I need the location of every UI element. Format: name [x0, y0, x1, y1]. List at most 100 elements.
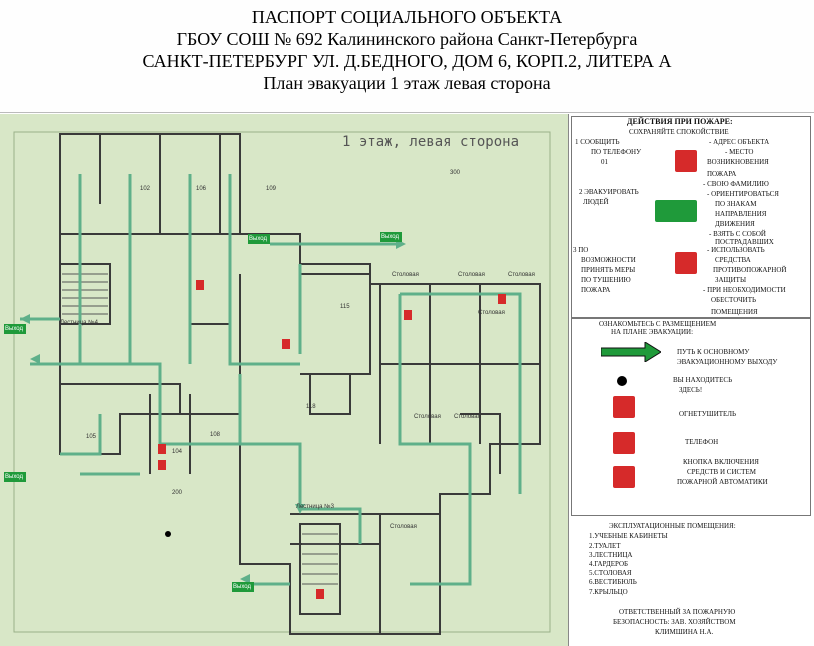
you-are-here-icon	[617, 376, 627, 386]
responsible-line: ОТВЕТСТВЕННЫЙ ЗА ПОЖАРНУЮ	[619, 608, 736, 616]
step-3-label: ПРИНЯТЬ МЕРЫ	[581, 266, 636, 274]
rooms-list-item: 5.СТОЛОВАЯ	[589, 569, 632, 577]
legend-here-label: ВЫ НАХОДИТЕСЬ	[673, 376, 733, 384]
room-label: Столовая	[454, 414, 481, 420]
step-1-item: - МЕСТО	[725, 148, 754, 156]
exit-signs[interactable]	[4, 232, 402, 592]
legend-here-label: ЗДЕСЬ!	[679, 386, 703, 394]
room-label: Столовая	[414, 414, 441, 420]
phone-icon	[613, 432, 635, 454]
step-1-label: 01	[601, 158, 608, 166]
room-number: 104	[172, 449, 183, 455]
rooms-list-item: 1.УЧЕБНЫЕ КАБИНЕТЫ	[589, 532, 668, 540]
step-1-label: ПО ТЕЛЕФОНУ	[591, 148, 642, 156]
step-3-label: ПО ТУШЕНИЮ	[581, 276, 631, 284]
room-label: Столовая	[508, 272, 535, 278]
room-label: Столовая	[458, 272, 485, 278]
room-number: 108	[210, 432, 221, 438]
step-3-item: - ПРИ НЕОБХОДИМОСТИ	[703, 286, 786, 294]
room-number: 115	[340, 304, 350, 310]
step-3-item: ПОМЕЩЕНИЯ	[711, 308, 758, 316]
rooms-list-item: 3.ЛЕСТНИЦА	[589, 551, 633, 559]
document-header: ПАСПОРТ СОЦИАЛЬНОГО ОБЪЕКТА ГБОУ СОШ № 6…	[0, 0, 814, 113]
room-label: Столовая	[392, 272, 419, 278]
rooms-list-item: 6.ВЕСТИБЮЛЬ	[589, 578, 637, 586]
step-2-label: 2 ЭВАКУИРОВАТЬ	[579, 188, 639, 196]
step-1-item: - АДРЕС ОБЪЕКТА	[709, 138, 770, 146]
exit-label: Выход	[381, 234, 399, 240]
room-label: Столовая	[390, 524, 417, 530]
step-1-item: ВОЗНИКНОВЕНИЯ	[707, 158, 769, 166]
rooms-list-item: 4.ГАРДЕРОБ	[589, 560, 629, 568]
step-2-item: ПО ЗНАКАМ	[715, 200, 757, 208]
legend-extinguisher-label: ОГНЕТУШИТЕЛЬ	[679, 410, 737, 418]
legend-button-label: СРЕДСТВ И СИСТЕМ	[687, 468, 756, 476]
exit-label: Выход	[249, 236, 267, 242]
room-number: 109	[266, 186, 277, 192]
rooms-list-item: 2.ТУАЛЕТ	[589, 542, 621, 550]
fire-equipment-markers[interactable]	[158, 280, 506, 599]
evacuation-plan: 102 106 109 115 118 105 108 104 200 300 …	[0, 114, 568, 646]
room-number: 102	[140, 186, 151, 192]
legend-title: ОЗНАКОМЬТЕСЬ С РАЗМЕЩЕНИЕМ	[599, 320, 717, 328]
step-3-item: ОБЕСТОЧИТЬ	[711, 296, 756, 304]
step-1-item: ПОЖАРА	[707, 170, 737, 178]
legend-button-label: ПОЖАРНОЙ АВТОМАТИКИ	[677, 478, 768, 486]
rooms-list-item: 7.КРЫЛЬЦО	[589, 588, 628, 596]
route-arrows	[20, 239, 406, 584]
room-number: 200	[172, 490, 183, 496]
step-3-item: ПРОТИВОПОЖАРНОЙ	[713, 266, 787, 274]
step-3-item: - ИСПОЛЬЗОВАТЬ	[707, 246, 765, 254]
step-2-label: ЛЮДЕЙ	[583, 198, 609, 206]
exit-sign-icon	[655, 200, 697, 222]
step-1-item: - СВОЮ ФАМИЛИЮ	[703, 180, 769, 188]
room-number: 300	[450, 170, 461, 176]
floor-plan-drawing	[4, 131, 551, 635]
room-number: 106	[196, 186, 207, 192]
step-3-label: ПОЖАРА	[581, 286, 611, 294]
step-2-item: ДВИЖЕНИЯ	[715, 220, 755, 228]
exit-label: Выход	[5, 474, 23, 480]
fire-extinguisher-icon	[675, 252, 697, 274]
step-2-item: - ОРИЕНТИРОВАТЬСЯ	[707, 190, 779, 198]
stair-label: Лестница №3	[296, 504, 334, 510]
legend-box	[571, 318, 811, 516]
room-number: 118	[306, 404, 316, 410]
route-arrow-icon	[601, 342, 661, 362]
room-number: 105	[86, 434, 97, 440]
legend-button-label: КНОПКА ВКЛЮЧЕНИЯ	[683, 458, 759, 466]
phone-icon	[675, 150, 697, 172]
legend-path-label: ЭВАКУАЦИОННОМУ ВЫХОДУ	[677, 358, 778, 366]
step-2-item: - ВЗЯТЬ С СОБОЙ	[709, 230, 766, 238]
step-1-label: 1 СООБЩИТЬ	[575, 138, 620, 146]
step-2-item: НАПРАВЛЕНИЯ	[715, 210, 767, 218]
evacuation-routes	[20, 174, 522, 586]
exit-label: Выход	[233, 584, 251, 590]
actions-calm: СОХРАНЯЙТЕ СПОКОЙСТВИЕ	[629, 128, 729, 136]
you-are-here-dot	[165, 531, 171, 537]
legend-phone-label: ТЕЛЕФОН	[685, 438, 719, 446]
alarm-button-icon	[613, 466, 635, 488]
plan-title: 1 этаж, левая сторона	[342, 134, 520, 150]
actions-box	[571, 116, 811, 318]
legend-panel: ДЕЙСТВИЯ ПРИ ПОЖАРЕ: СОХРАНЯЙТЕ СПОКОЙСТ…	[568, 114, 814, 646]
step-3-label: ВОЗМОЖНОСТИ	[581, 256, 636, 264]
step-3-item: ЗАЩИТЫ	[715, 276, 747, 284]
exit-label: Выход	[5, 326, 23, 332]
responsible-line: БЕЗОПАСНОСТЬ: ЗАВ. ХОЗЯЙСТВОМ	[613, 618, 736, 626]
step-3-label: 3 ПО	[573, 246, 589, 254]
legend-title: НА ПЛАНЕ ЭВАКУАЦИИ:	[611, 328, 694, 336]
legend-path-label: ПУТЬ К ОСНОВНОМУ	[677, 348, 750, 356]
stair-label: Лестница №4	[60, 320, 98, 326]
header-line-3: САНКТ-ПЕТЕРБУРГ УЛ. Д.БЕДНОГО, ДОМ 6, КО…	[142, 51, 672, 71]
fire-extinguisher-icon	[613, 396, 635, 418]
header-line-4: План эвакуации 1 этаж левая сторона	[263, 73, 551, 93]
stairs	[62, 273, 338, 585]
step-2-item: ПОСТРАДАВШИХ	[715, 238, 774, 246]
room-label: Столовая	[478, 310, 505, 316]
responsible-line: КЛИМШИНА Н.А.	[655, 628, 714, 636]
header-line-1: ПАСПОРТ СОЦИАЛЬНОГО ОБЪЕКТА	[251, 7, 563, 27]
header-line-2: ГБОУ СОШ № 692 Калининского района Санкт…	[176, 29, 638, 49]
actions-title: ДЕЙСТВИЯ ПРИ ПОЖАРЕ:	[627, 117, 733, 126]
rooms-list-title: ЭКСПЛУАТАЦИОННЫЕ ПОМЕЩЕНИЯ:	[609, 522, 736, 530]
